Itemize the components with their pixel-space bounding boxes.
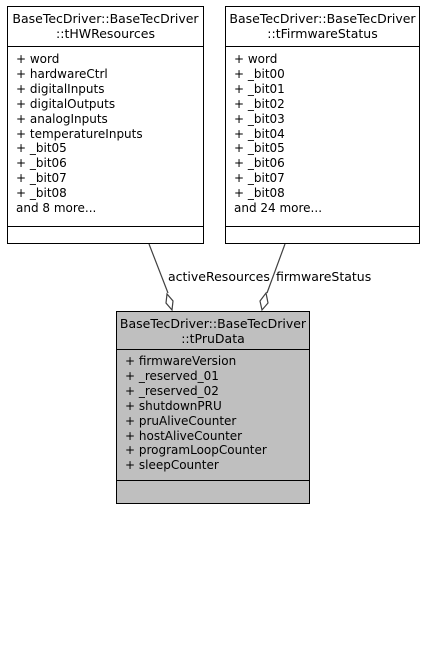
attribute-item: + digitalInputs (16, 81, 105, 96)
attribute-item: + _bit05 (16, 141, 67, 156)
edge-firmware-status-line (266, 243, 286, 294)
attribute-item: + _bit00 (234, 66, 285, 81)
class-title-line: BaseTecDriver::BaseTecDriver (229, 11, 416, 26)
class-box-hw-resources[interactable]: BaseTecDriver::BaseTecDriver ::tHWResour… (7, 6, 204, 244)
attribute-item: + firmwareVersion (125, 354, 237, 368)
attribute-item: and 8 more... (16, 201, 97, 216)
attribute-item: + _reserved_01 (125, 368, 219, 383)
attribute-item: + digitalOutputs (16, 96, 116, 111)
edge-label-firmware-status: firmwareStatus (276, 269, 372, 284)
attribute-item: + temperatureInputs (16, 126, 143, 141)
attribute-item: + sleepCounter (125, 458, 219, 473)
attribute-list: + firmwareVersion + _reserved_01 + _rese… (117, 350, 309, 481)
class-title-line: ::tPruData (181, 331, 245, 346)
aggregation-diamond-icon (259, 291, 269, 312)
attribute-item: + pruAliveCounter (125, 413, 237, 428)
attribute-list: + word + _bit00 + _bit01 + _bit02 + _bit… (226, 47, 419, 227)
association-edges (148, 243, 286, 312)
attribute-item: + _bit08 (16, 186, 67, 201)
class-title: BaseTecDriver::BaseTecDriver ::tPruData (117, 312, 309, 350)
aggregation-diamond-icon (165, 292, 174, 312)
edge-label-active-resources: activeResources (168, 269, 270, 284)
attribute-item: + hostAliveCounter (125, 428, 243, 443)
class-title-line: BaseTecDriver::BaseTecDriver (12, 11, 199, 26)
attribute-item: + _bit01 (234, 81, 285, 96)
class-title-line: ::tHWResources (56, 26, 155, 41)
attribute-item: + _reserved_02 (125, 383, 219, 398)
class-title-line: BaseTecDriver::BaseTecDriver (119, 316, 307, 331)
attribute-item: + hardwareCtrl (16, 66, 108, 81)
attribute-item: + _bit07 (234, 171, 285, 186)
attribute-item: + word (16, 52, 60, 66)
attribute-item: + programLoopCounter (125, 443, 267, 458)
attribute-item: + _bit07 (16, 171, 67, 186)
class-title: BaseTecDriver::BaseTecDriver ::tHWResour… (8, 7, 203, 47)
attribute-item: + _bit04 (234, 126, 285, 141)
attribute-item: + word (234, 52, 278, 66)
class-box-firmware-status[interactable]: BaseTecDriver::BaseTecDriver ::tFirmware… (225, 6, 420, 244)
class-title-line: ::tFirmwareStatus (267, 26, 378, 41)
edge-active-resources-line (148, 243, 169, 294)
attribute-item: + shutdownPRU (125, 398, 222, 413)
attribute-item: and 24 more... (234, 201, 323, 216)
attribute-list: + word + hardwareCtrl + digitalInputs + … (8, 47, 203, 227)
attribute-item: + analogInputs (16, 111, 108, 126)
attribute-item: + _bit06 (234, 156, 285, 171)
attribute-item: + _bit03 (234, 111, 285, 126)
class-box-pru-data[interactable]: BaseTecDriver::BaseTecDriver ::tPruData … (116, 311, 310, 504)
attribute-item: + _bit02 (234, 96, 285, 111)
attribute-item: + _bit05 (234, 141, 285, 156)
attribute-item: + _bit06 (16, 156, 67, 171)
method-compartment (117, 481, 309, 672)
attribute-item: + _bit08 (234, 186, 285, 201)
class-title: BaseTecDriver::BaseTecDriver ::tFirmware… (226, 7, 419, 47)
